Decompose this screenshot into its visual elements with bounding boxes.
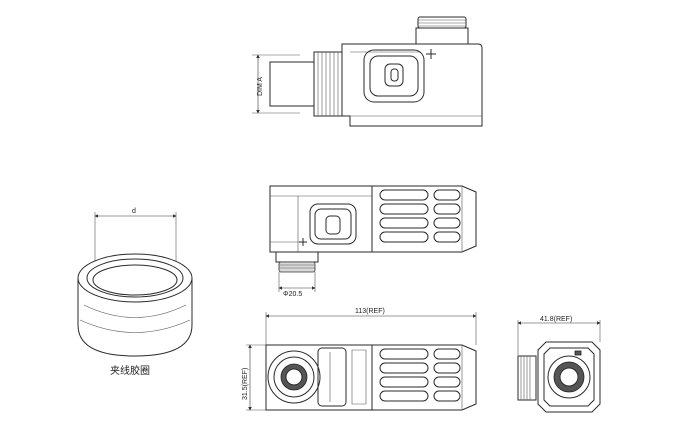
seal-ring: d 夹线胶圈 <box>77 208 193 377</box>
view-top: DIM A <box>252 16 483 127</box>
view-end: 41.8(REF) <box>517 316 601 413</box>
d-label: d <box>132 208 136 215</box>
view-front: 113(REF) 31.5(REF) <box>242 308 477 411</box>
dim-a-label: DIM A <box>257 77 264 96</box>
length-label: 113(REF) <box>355 308 385 315</box>
height-label: 31.5(REF) <box>242 368 249 400</box>
width-label: 41.8(REF) <box>540 316 572 323</box>
seal-ring-caption: 夹线胶圈 <box>110 364 150 377</box>
phi-label: Φ20.5 <box>283 291 302 298</box>
view-side: Φ20.5 <box>269 185 477 298</box>
